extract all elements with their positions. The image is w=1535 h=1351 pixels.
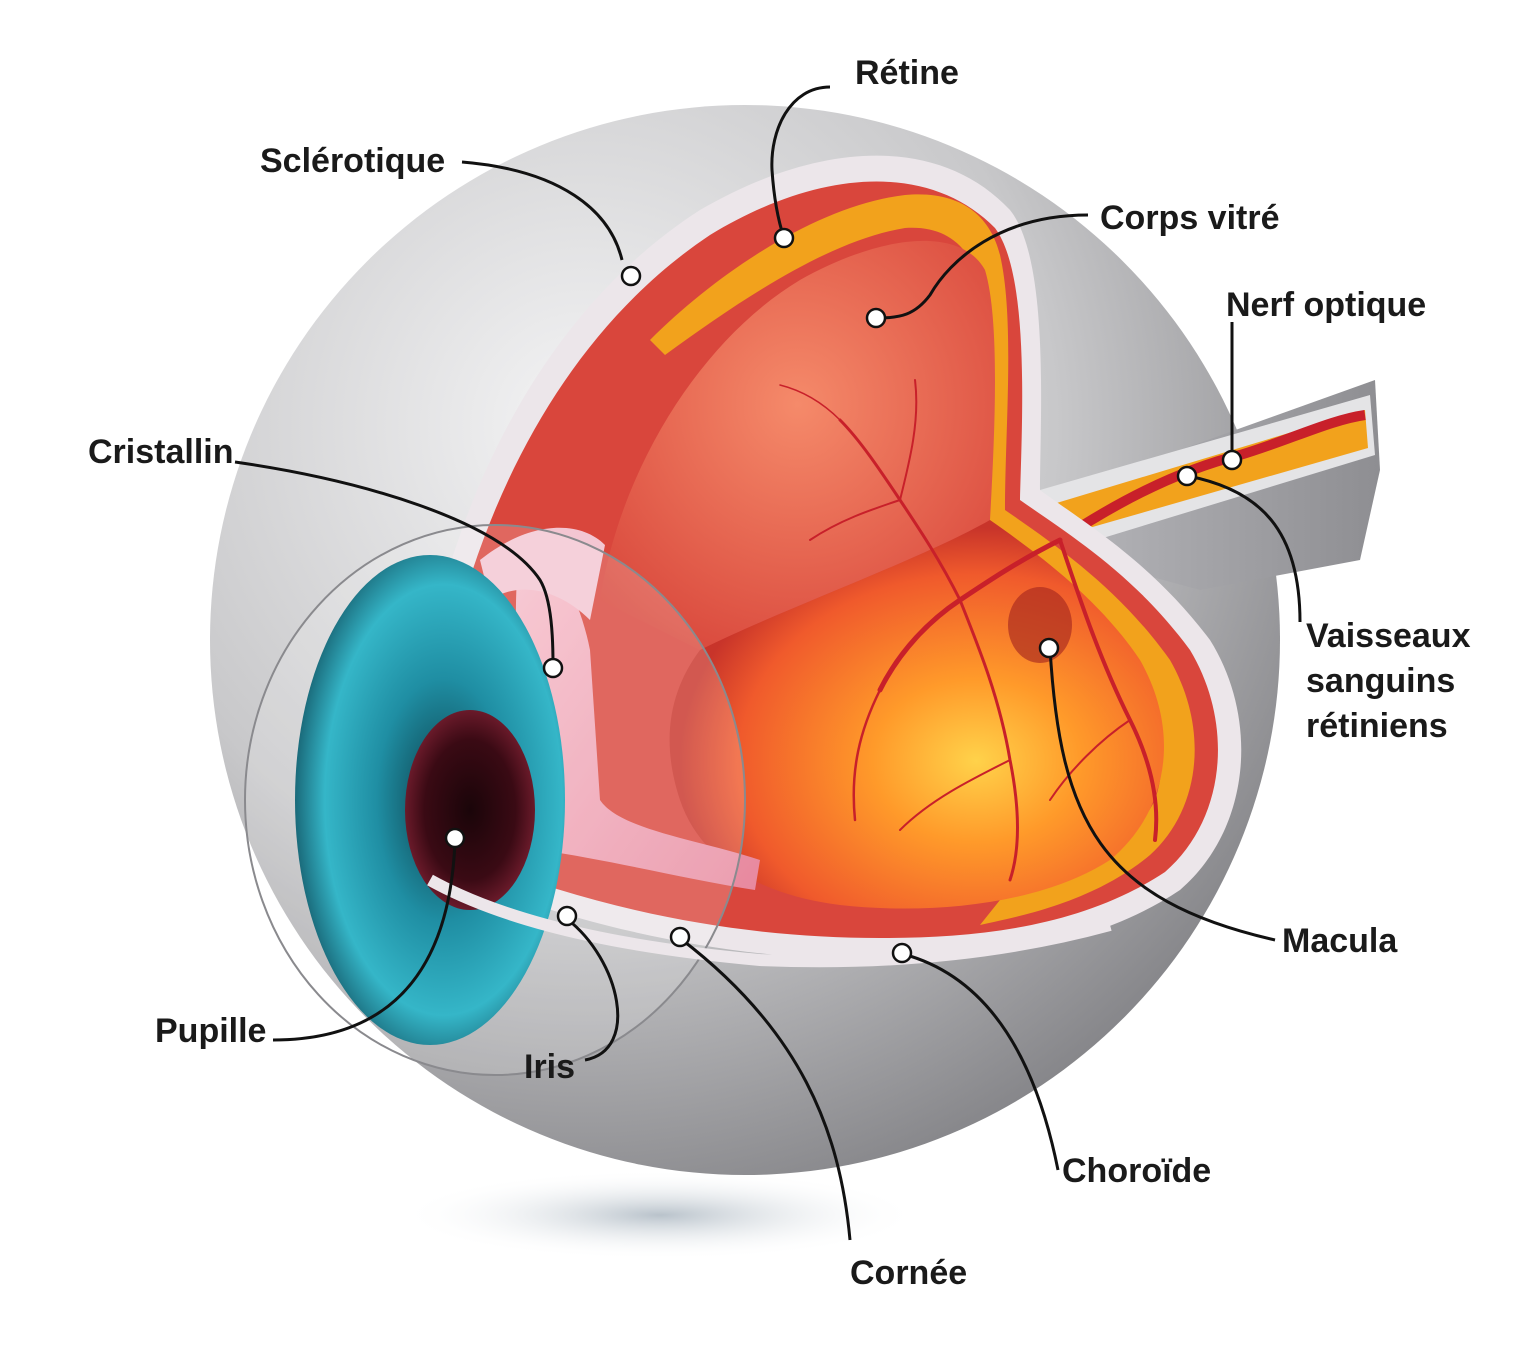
dot-cornee xyxy=(669,926,691,948)
vitreous-body xyxy=(600,240,995,650)
dot-corps-vitre xyxy=(865,307,887,329)
pupil-disc xyxy=(405,710,535,910)
label-retine: Rétine xyxy=(855,54,959,92)
label-pupille: Pupille xyxy=(155,1012,266,1050)
lens xyxy=(515,540,760,890)
dot-macula xyxy=(1038,637,1060,659)
label-macula: Macula xyxy=(1282,922,1398,960)
dot-vaisseaux xyxy=(1176,465,1198,487)
label-vaisseaux-line1: Vaisseaux xyxy=(1306,617,1471,655)
label-vaisseaux-line2: sanguins xyxy=(1306,662,1455,700)
optic-nerve xyxy=(1040,380,1380,590)
cutaway-bottom-rim xyxy=(427,874,1112,968)
label-nerf-optique: Nerf optique xyxy=(1226,286,1426,324)
dot-iris xyxy=(556,905,578,927)
leader-lines xyxy=(234,85,1302,1241)
dot-pupille xyxy=(444,827,466,849)
dot-cristallin xyxy=(542,657,564,679)
label-vaisseaux-line3: rétiniens xyxy=(1306,707,1448,745)
label-iris: Iris xyxy=(524,1048,575,1086)
retina-layer xyxy=(650,194,1195,926)
dot-choroide xyxy=(891,942,913,964)
label-sclerotique: Sclérotique xyxy=(260,142,445,180)
dot-retine xyxy=(773,227,795,249)
pointer-dots xyxy=(444,227,1243,964)
label-cornee: Cornée xyxy=(850,1254,967,1292)
dot-sclerotique xyxy=(620,265,642,287)
label-cristallin: Cristallin xyxy=(88,433,233,471)
label-corps-vitre: Corps vitré xyxy=(1100,199,1280,237)
retinal-vessels xyxy=(779,379,1159,882)
ground-shadow xyxy=(400,1170,920,1260)
label-choroide: Choroïde xyxy=(1062,1152,1211,1190)
dot-nerf-optique xyxy=(1221,449,1243,471)
